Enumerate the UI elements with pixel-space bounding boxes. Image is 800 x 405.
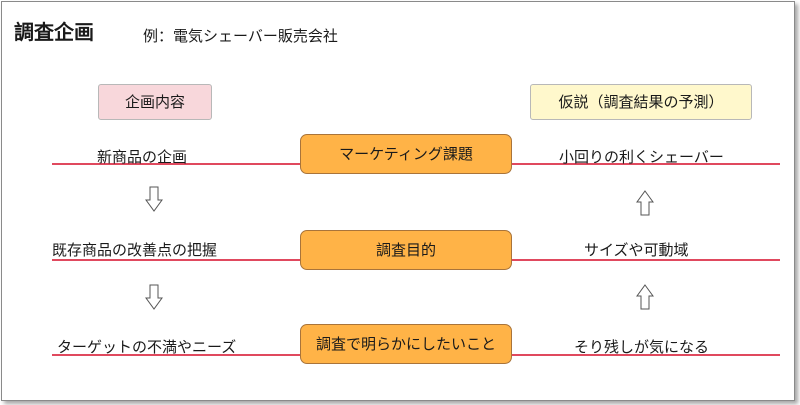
slide-title: 調査企画 [14,20,94,44]
row-3-right-text: そり残しが気になる [574,338,710,356]
down-arrow-icon [145,186,163,212]
row-2-center-box: 調査目的 [300,230,512,270]
row-1-left-text: 新商品の企画 [97,148,188,166]
row-2-right-text: サイズや可動域 [584,241,689,259]
row-2-left-text: 既存商品の改善点の把握 [52,241,218,259]
row-1-center-box: マーケティング課題 [300,134,512,174]
row-3-left-text: ターゲットの不満やニーズ [57,338,237,356]
up-arrow-icon [636,284,654,310]
row-1-right-text: 小回りの利くシェーバー [559,148,724,166]
right-column-header: 仮説（調査結果の予測） [530,84,752,120]
left-column-header: 企画内容 [98,84,212,120]
slide-subtitle: 例：電気シェーバー販売会社 [143,27,338,45]
row-3-center-box: 調査で明らかにしたいこと [300,324,512,364]
up-arrow-icon [636,190,654,216]
down-arrow-icon [145,284,163,310]
